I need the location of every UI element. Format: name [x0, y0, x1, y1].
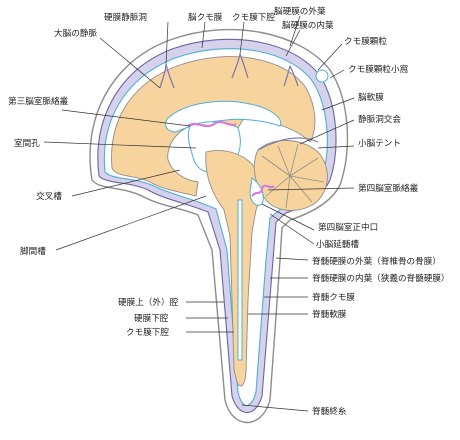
- label-tentorium: 小脳テント: [358, 137, 401, 149]
- label-arachnoid: 脳クモ膜: [188, 11, 223, 23]
- label-choroid-plexus-fourth: 第四脳室脈絡叢: [358, 182, 419, 194]
- label-spinal-subarachnoid: クモ膜下腔: [126, 326, 169, 338]
- label-interventricular-foramen: 室間孔: [14, 137, 40, 149]
- label-chiasmatic-cistern: 交叉槽: [36, 190, 62, 202]
- label-median-aperture: 第四脳室正中口: [318, 221, 378, 233]
- label-spinal-arachnoid: 脊髄クモ膜: [312, 291, 355, 303]
- choroid-plexus-fourth-shape: [251, 184, 275, 197]
- label-cerebral-vein: 大脳の静脈: [54, 27, 97, 39]
- label-pia-mater: 脳軟膜: [358, 91, 384, 103]
- label-dura-outer: 脳硬膜の外葉: [274, 5, 326, 17]
- cerebral-veins: [159, 53, 299, 89]
- label-dural-sinus: 硬膜静脈洞: [104, 11, 147, 23]
- label-subarachnoid-space: クモ膜下腔: [232, 11, 275, 23]
- leader-lines: [43, 15, 355, 412]
- label-choroid-plexus-third: 第三脳室脈絡叢: [8, 95, 69, 107]
- label-spinal-pia: 脊髄軟膜: [312, 308, 347, 320]
- fourth-ventricle: [249, 177, 264, 206]
- label-spinal-dura-inner: 脊髄硬膜の内葉（狭義の脊髄硬膜）: [312, 272, 450, 284]
- label-dura-inner: 脳硬膜の内葉: [282, 19, 334, 31]
- label-cerebellomedullary-cistern: 小脳延髄槽: [316, 238, 359, 250]
- label-arachnoid-granulation: クモ膜顆粒: [344, 35, 387, 47]
- label-straight-sinus: 静脈洞交会: [358, 113, 401, 125]
- choroid-plexus-third-shape: [187, 120, 237, 128]
- brainstem-spinal-cord: [205, 150, 261, 387]
- tentorium-line: [257, 137, 319, 151]
- label-epidural-space: 硬膜上（外）腔: [118, 296, 179, 308]
- label-subdural-space: 硬膜下腔: [134, 312, 169, 324]
- central-canal: [237, 199, 243, 361]
- label-filum-terminale: 脊髄終糸: [312, 405, 347, 417]
- arachnoid-granulation-blob: [315, 69, 329, 83]
- label-interpeduncular-cistern: 脚間槽: [20, 245, 46, 257]
- label-granular-pit: クモ膜顆粒小窩: [348, 63, 409, 75]
- label-spinal-dura-outer: 脊髄硬膜の外葉（脊椎骨の骨膜）: [312, 255, 441, 267]
